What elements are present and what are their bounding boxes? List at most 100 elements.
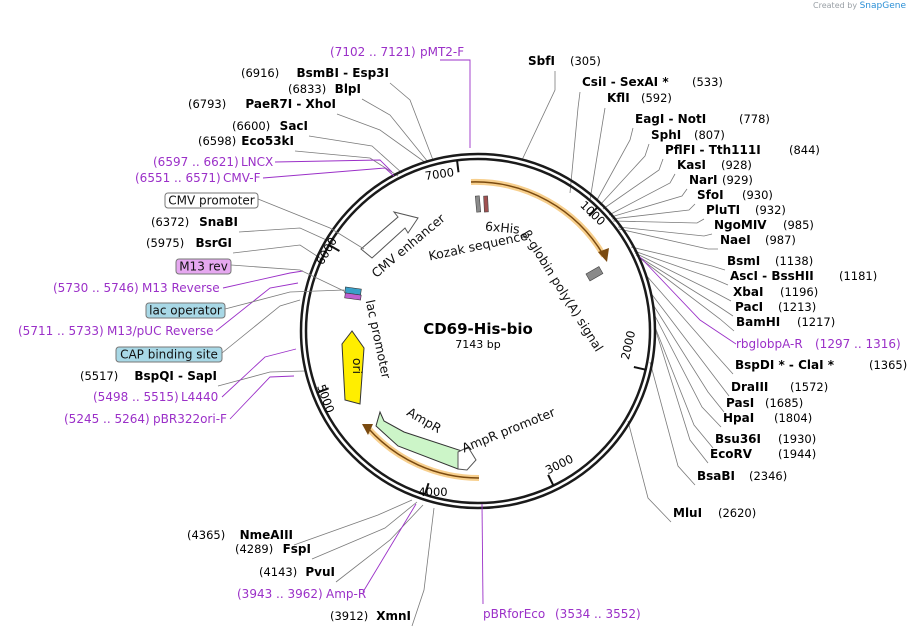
tick-mark (588, 206, 599, 217)
enzyme-name: Eco53kI (241, 134, 294, 148)
site-position: (305) (570, 54, 601, 68)
leader-line (311, 501, 418, 560)
restriction-site: (4289)FspI (235, 542, 311, 556)
enzyme-name: MluI (673, 506, 702, 520)
leader-line (599, 143, 650, 206)
restriction-site: PasI(1685) (726, 396, 803, 410)
leader-line (636, 255, 735, 332)
leader-line (608, 173, 676, 216)
leader-line (411, 507, 435, 627)
restriction-site: (4365)NmeAIII (187, 528, 293, 542)
site-position: (2620) (718, 506, 756, 520)
site-position: (807) (694, 128, 725, 142)
leader-line (238, 227, 334, 244)
enzyme-name: BsmI (727, 254, 760, 268)
leader-line (336, 113, 427, 164)
site-position: (1217) (797, 315, 835, 329)
enzyme-name: PacI (735, 300, 763, 314)
restriction-site: (3912)XmnI (330, 609, 411, 623)
leader-line (654, 327, 709, 464)
primer-name: pBR322ori-F (153, 412, 227, 426)
leader-line (361, 98, 429, 163)
primer-leader (481, 503, 484, 605)
annotations: SbfI(305)CsiI - SexAI *(533)KflI(592)Eag… (18, 45, 907, 623)
site-position: (1196) (780, 285, 818, 299)
leader-line (217, 370, 306, 387)
leader-line (651, 302, 725, 413)
snapgene-logo: SnapGene (859, 1, 906, 11)
primer-leader (639, 256, 737, 345)
leader-lines (217, 71, 735, 627)
leader-line (644, 273, 734, 375)
backbone-outer (299, 152, 657, 510)
restriction-site: NarI(929) (689, 173, 753, 187)
primer-site: (7102 .. 7121)pMT2-F (330, 45, 464, 59)
site-position: (4143) (259, 565, 297, 579)
enzyme-name: SfoI (697, 188, 724, 202)
primer-leader (440, 59, 471, 148)
primer-name: LNCX (241, 155, 273, 169)
cmv-enhancer-arrow (360, 211, 419, 259)
snapgene-credit: Created by SnapGene (813, 1, 906, 11)
plasmid-name: CD69-His-bio (423, 320, 533, 338)
enzyme-name: BsrGI (195, 236, 232, 250)
site-position: (844) (789, 143, 820, 157)
enzyme-name: BsmBI - Esp3I (297, 66, 389, 80)
primer-leader (229, 375, 295, 420)
leader-line (618, 228, 718, 250)
site-position: (533) (692, 75, 723, 89)
restriction-site: XbaI(1196) (733, 285, 818, 299)
feature-box-label: M13 rev (179, 260, 228, 274)
tick-mark (633, 366, 646, 371)
primer-site: (6597 .. 6621)LNCX (153, 155, 273, 169)
ori-arrow (341, 330, 365, 405)
feature-box-frame (164, 192, 259, 209)
enzyme-name: SacI (280, 119, 308, 133)
enzyme-name: SphI (651, 128, 681, 142)
enzyme-name: HpaI (723, 411, 754, 425)
primer-leader (274, 159, 393, 173)
enzyme-name: AscI - BssHII (730, 269, 814, 283)
feature-box-label: CAP binding site (120, 348, 218, 362)
restriction-site: SphI (807) (651, 128, 725, 142)
site-position: (6833) (288, 82, 326, 96)
leader-line (630, 246, 726, 271)
restriction-site: AscI - BssHII (1181) (730, 269, 877, 283)
primer-name: pMT2-F (420, 45, 464, 59)
primer-site: (5711 .. 5733)M13/pUC Reverse (18, 324, 214, 338)
kozak-marker (483, 195, 489, 213)
primer-leader (362, 503, 417, 593)
primer-name: M13/pUC Reverse (107, 324, 214, 338)
restriction-site: SfoI(930) (697, 188, 773, 202)
tick-label: 3000 (543, 452, 575, 477)
tick-label: 7000 (424, 165, 455, 183)
enzyme-name: PasI (726, 396, 754, 410)
enzyme-name: NaeI (720, 233, 751, 247)
leader-line (610, 188, 688, 218)
enzyme-name: EcoRV (710, 447, 753, 461)
restriction-site: BamHI(1217) (736, 315, 835, 329)
leader-line (335, 504, 424, 583)
site-position: (1181) (839, 269, 877, 283)
primer-name: M13 Reverse (142, 281, 220, 295)
feature-his: 6xHis (484, 219, 520, 237)
restriction-site: (5517)BspQI - SapI (80, 369, 217, 383)
tick-label: 6000 (313, 235, 340, 267)
site-position: (5975) (146, 236, 184, 250)
primer-site: (3534 .. 3552)pBRforEco (483, 607, 641, 621)
globin-arc-head (598, 248, 609, 262)
enzyme-name: NarI (689, 173, 718, 187)
feature-lac-promoter: lac promoter (363, 298, 394, 380)
restriction-site: KflI(592) (607, 91, 672, 105)
enzyme-name: SbfI (528, 54, 555, 68)
leader-line (633, 250, 729, 286)
site-position: (3912) (330, 609, 368, 623)
site-position: (987) (765, 233, 796, 247)
leader-line (617, 226, 713, 237)
primer-name: rbglobpA-R (736, 337, 803, 351)
enzyme-name: BspDI * - ClaI * (735, 358, 835, 372)
restriction-site: (6833)BlpI (288, 82, 361, 96)
ampr-promoter-arrow (457, 446, 477, 471)
site-position: (928) (721, 158, 752, 172)
